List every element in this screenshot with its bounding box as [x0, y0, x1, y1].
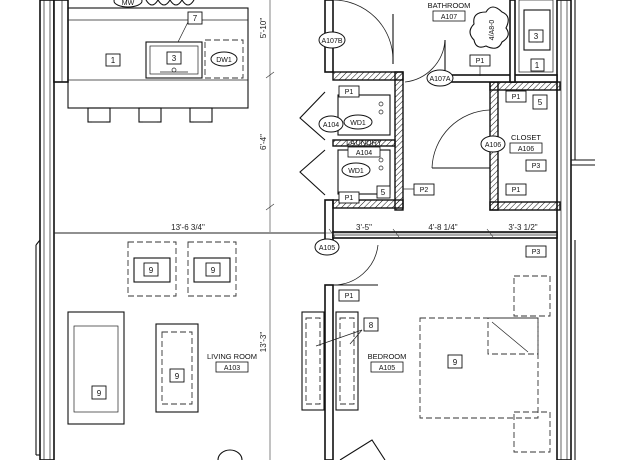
tag-9-chair-b: 9	[211, 266, 216, 275]
p-tag-closet-bottom: P1	[512, 187, 521, 194]
tag-mw: MW	[122, 0, 135, 7]
room-number-closet: A106	[518, 146, 534, 153]
nightstand-bottom	[513, 411, 551, 453]
room-name-closet: CLOSET	[511, 133, 541, 142]
room-name-living: LIVING ROOM	[207, 352, 257, 361]
tag-9-bed: 9	[453, 358, 458, 367]
sofa	[67, 311, 125, 425]
tag-wd1-upper: WD1	[350, 120, 366, 127]
chair-a	[127, 241, 177, 297]
living-room-furniture: 9 9 9 9	[67, 241, 237, 425]
room-name-bathroom: BATHROOM	[428, 1, 471, 10]
nightstand-top	[513, 275, 551, 317]
coffee-table	[155, 323, 199, 413]
room-name-laundry: LAUNDRY	[346, 138, 382, 147]
p-tag-laundry-top: P1	[345, 89, 354, 96]
chair-b	[187, 241, 237, 297]
tag-9-table: 9	[175, 372, 180, 381]
tag-7: 7	[193, 14, 198, 23]
dim-13-3: 13'-3"	[259, 332, 268, 353]
wall-bedroom-left	[324, 284, 334, 460]
wall-laundry-bottom	[324, 199, 334, 246]
room-number-laundry: A104	[356, 150, 372, 157]
closet-fixtures: 5	[532, 94, 548, 110]
cabinet-partial	[339, 439, 386, 460]
tag-9-chair-a: 9	[149, 266, 154, 275]
interior-walls	[54, 0, 561, 460]
dim-3-5: 3'-5"	[356, 223, 372, 232]
bed	[419, 317, 539, 419]
bathroom-fixtures: 3 1 4/A8-0	[469, 0, 554, 73]
tag-3-sink: 3	[172, 54, 177, 63]
left-exterior-wall	[39, 0, 55, 460]
p-tag-p3-closet: P3	[532, 163, 541, 170]
tag-9-sofa: 9	[97, 389, 102, 398]
tag-wd1-lower: WD1	[348, 168, 364, 175]
tag-1-bath: 1	[535, 61, 540, 70]
p-tag-bedroom: P1	[345, 293, 354, 300]
shower	[518, 0, 554, 73]
tag-1-kitchen: 1	[111, 56, 116, 65]
door-tag-a104: A104	[323, 122, 339, 129]
door-tag-a106: A106	[485, 142, 501, 149]
p-tag-bath: P1	[476, 58, 485, 65]
door-tag-a107b: A107B	[321, 38, 342, 45]
tag-5-closet: 5	[538, 98, 543, 107]
dim-6-4: 6'-4"	[259, 134, 268, 150]
bedroom-furniture: 8 9	[301, 275, 551, 460]
bar-stools	[87, 107, 213, 123]
dimensions: 5'-10" 6'-4" 13'-3" 13'-6 3/4" 3'-5" 4'-…	[54, 0, 557, 460]
dim-5-10: 5'-10"	[259, 18, 268, 39]
laundry-fixtures: WD1 WD1 5	[337, 94, 391, 199]
p-tags: P1 P1 P1 P1 P1 P2 P3 P3 P1	[338, 54, 547, 302]
bifold-door-upper	[299, 91, 326, 141]
p-tag-laundry-bottom: P1	[345, 195, 354, 202]
right-exterior-wall	[556, 0, 572, 460]
bifold-door-lower	[299, 149, 326, 196]
wardrobe-right	[335, 311, 359, 411]
tag-3-bath: 3	[534, 32, 539, 41]
section-cloud	[469, 6, 509, 49]
dim-4-8: 4'-8 1/4"	[428, 223, 457, 232]
room-number-bedroom: A105	[379, 365, 395, 372]
door-tag-a105: A105	[319, 245, 335, 252]
room-number-bathroom: A107	[441, 14, 457, 21]
wardrobe-left	[301, 311, 325, 411]
kitchen-sink	[145, 41, 203, 79]
tag-dw1: DW1	[216, 57, 232, 64]
dim-13-6: 13'-6 3/4"	[171, 223, 205, 232]
partial-tag-bottom	[217, 449, 243, 460]
dim-3-3: 3'-3 1/2"	[508, 223, 537, 232]
tag-8: 8	[369, 321, 374, 330]
exterior-walls	[35, 0, 595, 460]
door-tag-a107a: A107A	[429, 76, 450, 83]
tag-5-laundry: 5	[381, 188, 386, 197]
door-tags: A107B A107A A104 A106 A105	[314, 31, 506, 256]
dishwasher	[204, 39, 244, 79]
room-number-living: A103	[224, 365, 240, 372]
p-tag-p3-bedroom: P3	[532, 249, 541, 256]
p-tag-closet-top: P1	[512, 94, 521, 101]
revision-cloud	[145, 0, 195, 6]
room-name-bedroom: BEDROOM	[368, 352, 407, 361]
room-labels: BATHROOM A107 LAUNDRY A104 CLOSET A106 L…	[207, 1, 543, 373]
kitchen: DW1 MW 1 3 7	[53, 0, 249, 123]
kitchen-wall-segment	[53, 0, 69, 83]
section-marker: 4/A8-0	[489, 20, 496, 41]
p-tag-p2: P2	[420, 187, 429, 194]
washer-dryer-upper	[337, 94, 391, 136]
